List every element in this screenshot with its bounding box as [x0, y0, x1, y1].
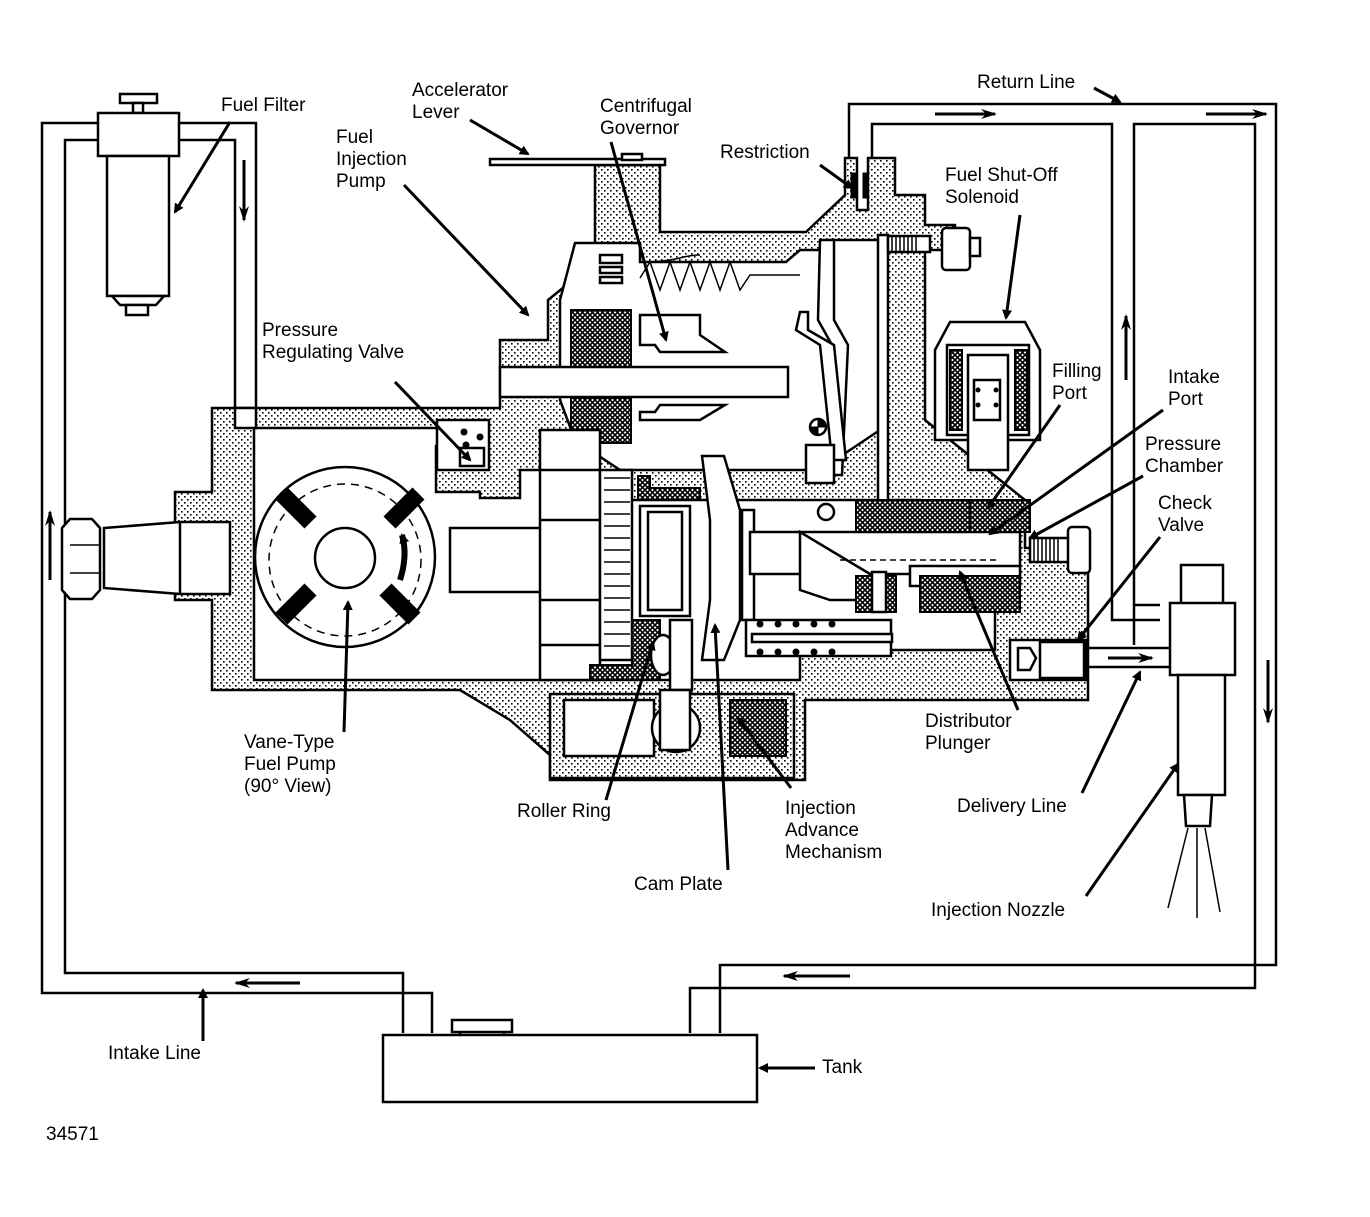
- flow-arrows: [45, 109, 1273, 988]
- distributor-head: [855, 499, 1031, 614]
- roller-ring: [589, 475, 701, 692]
- label-return-line: Return Line: [977, 72, 1076, 93]
- leader-filling-port: [986, 404, 1062, 510]
- leader-return-line: [1093, 86, 1122, 104]
- fuel-tank: [381, 1018, 759, 1104]
- label-delivery-line: Delivery Line: [957, 796, 1067, 817]
- label-injection-advance-mechanism: Injection Advance Mechanism: [785, 798, 883, 863]
- spring-coil-dot: [828, 620, 836, 628]
- label-pressure-regulating-valve: Pressure Regulating Valve: [262, 320, 405, 363]
- label-tank: Tank: [822, 1057, 863, 1078]
- return-line: [688, 102, 1278, 1033]
- spring-coil-dot: [810, 648, 818, 656]
- adjustment-screw: [886, 226, 982, 272]
- check-valve: [1008, 638, 1088, 682]
- drive-gear: [538, 428, 634, 682]
- leader-cam-plate: [710, 623, 730, 871]
- label-filling-port: Filling Port: [1052, 361, 1102, 404]
- label-accelerator-lever: Accelerator Lever: [412, 80, 509, 123]
- pressure-regulating-valve: [435, 418, 491, 472]
- label-injection-nozzle: Injection Nozzle: [931, 900, 1066, 921]
- spring-coil-dot: [756, 648, 764, 656]
- leader-centrifugal-governor: [609, 141, 669, 342]
- injection-advance-mechanism: [548, 688, 796, 780]
- spring-coil-dot: [774, 620, 782, 628]
- figure-number: 34571: [46, 1124, 99, 1145]
- label-check-valve: Check Valve: [1158, 493, 1212, 536]
- accelerator-lever: [488, 152, 667, 167]
- plunger-return-springs: [744, 618, 894, 658]
- leader-check-valve: [1076, 536, 1162, 642]
- leader-fuel-injection-pump: [402, 183, 530, 317]
- governor-lever: [794, 233, 890, 522]
- label-cam-plate: Cam Plate: [634, 874, 723, 895]
- leader-injection-nozzle: [1084, 762, 1180, 897]
- spring-coil-dot: [792, 648, 800, 656]
- delivery-line: [1086, 646, 1170, 669]
- fuel-shutoff-solenoid: [933, 320, 1042, 472]
- leader-pressure-regulating-valve: [393, 380, 472, 462]
- label-pressure-chamber: Pressure Chamber: [1145, 434, 1224, 477]
- label-fuel-injection-pump: Fuel Injection Pump: [336, 127, 407, 192]
- leader-intake-port: [988, 408, 1164, 536]
- leader-accelerator-lever: [469, 118, 530, 156]
- spring-coil-dot: [828, 648, 836, 656]
- spring-coil-dot: [810, 620, 818, 628]
- label-distributor-plunger: Distributor Plunger: [925, 711, 1012, 754]
- leader-restriction: [819, 163, 854, 190]
- centrifugal-governor: [498, 253, 800, 444]
- label-intake-line: Intake Line: [108, 1043, 201, 1064]
- leader-fuel-shutoff-solenoid: [1002, 214, 1022, 320]
- leader-delivery-line: [1080, 670, 1142, 794]
- label-roller-ring: Roller Ring: [517, 801, 611, 822]
- spring-coil-dot: [792, 620, 800, 628]
- vane-type-fuel-pump: [253, 465, 437, 649]
- leader-distributor-plunger: [958, 570, 1020, 711]
- fuel-filter: [96, 92, 181, 317]
- spring-coil-dot: [774, 648, 782, 656]
- label-fuel-filter: Fuel Filter: [221, 95, 306, 116]
- label-restriction: Restriction: [720, 142, 810, 163]
- label-intake-port: Intake Port: [1168, 367, 1220, 410]
- pressure-chamber-bolt: [1028, 525, 1092, 575]
- spring-coil-dot: [756, 620, 764, 628]
- label-fuel-shutoff-solenoid: Fuel Shut-Off Solenoid: [945, 165, 1058, 208]
- intake-line: [40, 121, 434, 1033]
- restriction: [850, 172, 869, 199]
- leader-fuel-filter: [173, 121, 232, 214]
- leader-lines: [173, 86, 1180, 1073]
- leader-roller-ring: [604, 640, 656, 801]
- label-centrifugal-governor: Centrifugal Governor: [600, 96, 692, 139]
- leader-vane-type-fuel-pump: [342, 600, 353, 733]
- label-vane-type-fuel-pump: Vane-Type Fuel Pump (90° View): [244, 732, 336, 797]
- leader-pressure-chamber: [1028, 474, 1144, 540]
- leader-injection-advance: [736, 716, 793, 789]
- injection-nozzle: [1167, 563, 1237, 918]
